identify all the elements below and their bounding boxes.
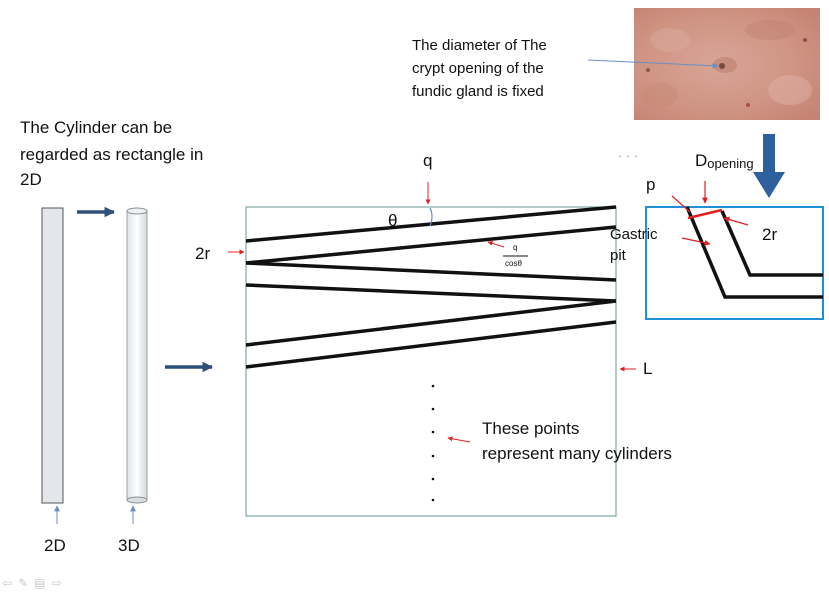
arrow-left-icon[interactable]: ⇦ (2, 576, 13, 590)
two-r-left-label: 2r (195, 244, 210, 263)
theta-label: θ (388, 211, 397, 230)
p-pointer (671, 195, 691, 213)
tissue-micrograph (634, 8, 820, 120)
points-pointer (447, 436, 471, 443)
continuation-dots (431, 384, 435, 502)
menu-icon[interactable]: ▤ (34, 576, 46, 590)
d-opening-label: Dopening (695, 151, 754, 171)
gastric-pit-line1: Gastric (610, 226, 658, 243)
label-3d: 3D (118, 536, 140, 555)
gastric-pit-walls (685, 206, 823, 299)
gastric-pit-pointer (681, 237, 711, 246)
inset-box (645, 206, 824, 320)
fraction-denominator: cosθ (505, 259, 522, 268)
p-label: p (646, 175, 655, 194)
label-2d: 2D (44, 536, 66, 555)
slide-toolbar: ⇦ ✎ ▤ ⇨ (2, 576, 62, 590)
cylinder-note-line2: regarded as rectangle in (20, 145, 203, 164)
diameter-note-line3: fundic gland is fixed (412, 83, 544, 100)
cylinder-note-line3: 2D (20, 170, 42, 189)
theta-arc (429, 207, 433, 227)
cylinder-3d (126, 207, 148, 504)
two-r-right-pointer (723, 216, 749, 226)
cylinder-lines (245, 205, 617, 369)
cylinder-note-line1: The Cylinder can be (20, 118, 172, 137)
diameter-pointer (587, 59, 719, 69)
L-label: L (643, 359, 652, 378)
main-frame (245, 206, 617, 517)
opening-diameter (687, 208, 723, 220)
arrow-right-icon[interactable]: ⇨ (51, 576, 62, 590)
q-label: q (423, 151, 432, 170)
rectangle-2d (41, 207, 64, 504)
diameter-note-line2: crypt opening of the (412, 60, 544, 77)
fraction-pointer (487, 240, 505, 248)
fraction-numerator: q (513, 243, 517, 252)
diameter-note-line1: The diameter of The (412, 37, 547, 54)
gastric-pit-line2: pit (610, 247, 627, 264)
points-note-line2: represent many cylinders (482, 444, 672, 463)
faint-mark: · · · (618, 148, 638, 163)
pen-icon[interactable]: ✎ (18, 576, 29, 590)
down-arrow-icon (753, 134, 785, 198)
two-r-right-label: 2r (762, 225, 777, 244)
points-note-line1: These points (482, 419, 579, 438)
